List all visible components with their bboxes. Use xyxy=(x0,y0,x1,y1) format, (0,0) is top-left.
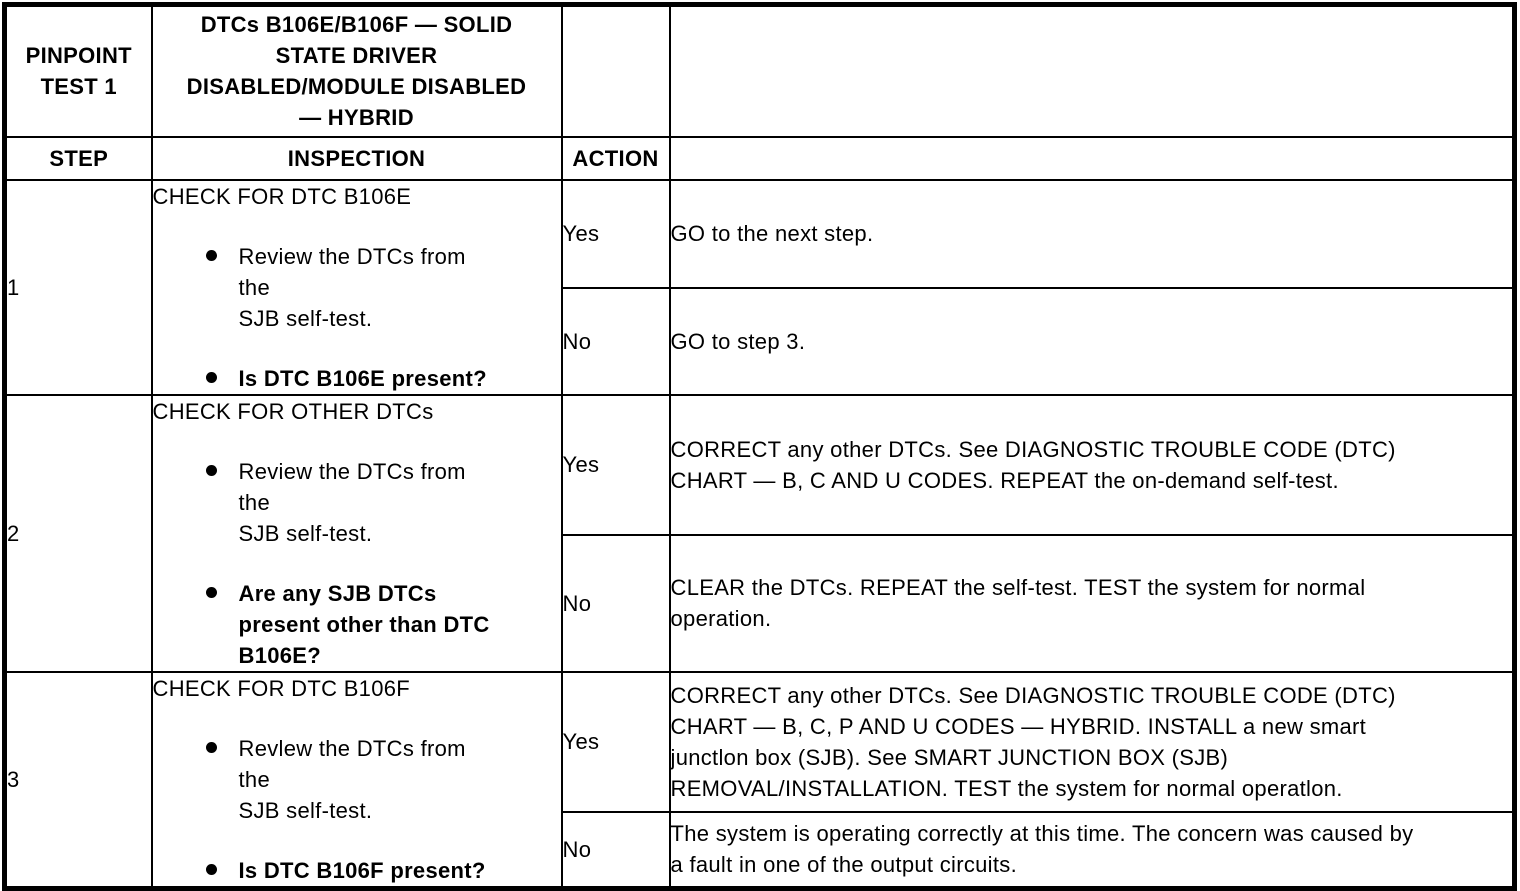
table-row-step1-yes: 1 CHECK FOR DTC B106E Review the DTCs fr… xyxy=(3,178,1516,396)
inspection-question-bullet: Are any SJB DTCs present other than DTC … xyxy=(205,578,560,670)
action-text: GO to step 3. xyxy=(668,287,1516,396)
bullet-icon xyxy=(205,249,217,261)
table-title: DTCs B106E/B106F — SOLID STATE DRIVER DI… xyxy=(150,3,563,138)
inspection-bullet: Review the DTCs from the SJB self-test. xyxy=(205,241,560,334)
column-header-result-spacer xyxy=(668,135,1516,181)
answer-no: No xyxy=(560,287,671,396)
answer-no: No xyxy=(560,811,671,889)
bullet-icon xyxy=(205,464,217,476)
answer-yes: Yes xyxy=(560,178,671,290)
bullet-text: Is DTC B106F present? xyxy=(238,857,486,883)
action-text: The system is operating correctly at thi… xyxy=(668,811,1516,889)
bullet-text: Review the DTCs from the SJB self-test. xyxy=(238,458,466,546)
bullet-icon xyxy=(205,863,217,875)
action-text: CORRECT any other DTCs. See DIAGNOSTIC T… xyxy=(668,393,1516,536)
inspection-question-bullet: Is DTC B106E present? xyxy=(205,363,560,393)
inspection-heading: CHECK FOR DTC B106F xyxy=(152,675,411,701)
table-row-step1-no: No GO to step 3. xyxy=(5,287,1516,396)
answer-yes: Yes xyxy=(560,393,671,536)
answer-yes: Yes xyxy=(560,670,671,814)
table-row-step2-yes: 2 CHECK FOR OTHER DTCs Review the DTCs f… xyxy=(3,393,1516,673)
action-text: GO to the next step. xyxy=(668,178,1516,290)
inspection-cell: CHECK FOR DTC B106E Review the DTCs from… xyxy=(150,178,563,396)
action-text: CLEAR the DTCs. REPEAT the self-test. TE… xyxy=(668,533,1516,673)
bullet-icon xyxy=(205,371,217,383)
pinpoint-test-label: PINPOINT TEST 1 xyxy=(3,3,153,138)
inspection-cell: CHECK FOR OTHER DTCs Review the DTCs fro… xyxy=(150,393,563,673)
answer-no: No xyxy=(560,533,671,673)
inspection-bullet: Revlew the DTCs from the SJB self-test. xyxy=(205,733,560,826)
bullet-text: Are any SJB DTCs present other than DTC … xyxy=(238,580,490,668)
inspection-heading: CHECK FOR DTC B106E xyxy=(152,183,412,209)
title-row-action-spacer xyxy=(560,3,671,138)
column-header-step: STEP xyxy=(3,135,153,181)
bullet-icon xyxy=(205,741,217,753)
bullet-text: Review the DTCs from the SJB self-test. xyxy=(238,243,466,331)
column-header-action: ACTION xyxy=(560,135,671,181)
table-title-row: PINPOINT TEST 1 DTCs B106E/B106F — SOLID… xyxy=(3,3,1516,138)
column-header-row: STEP INSPECTION ACTION xyxy=(3,135,1516,181)
column-header-inspection: INSPECTION xyxy=(150,135,563,181)
bullet-icon xyxy=(205,586,217,598)
bullet-text: Revlew the DTCs from the SJB self-test. xyxy=(238,735,466,823)
action-text: CORRECT any other DTCs. See DIAGNOSTIC T… xyxy=(668,670,1516,814)
step-number: 3 xyxy=(3,670,153,889)
bullet-text: Is DTC B106E present? xyxy=(238,365,487,391)
inspection-heading: CHECK FOR OTHER DTCs xyxy=(152,398,434,424)
title-row-result-spacer xyxy=(668,3,1516,138)
inspection-question-bullet: Is DTC B106F present? xyxy=(205,855,560,886)
inspection-bullet: Review the DTCs from the SJB self-test. xyxy=(205,456,560,549)
step-number: 2 xyxy=(3,393,153,673)
table-row-step2-no: No CLEAR the DTCs. REPEAT the self-test.… xyxy=(5,533,1516,673)
inspection-cell: CHECK FOR DTC B106F Revlew the DTCs from… xyxy=(150,670,563,889)
step-number: 1 xyxy=(3,178,153,396)
table-row-step3-yes: 3 CHECK FOR DTC B106F Revlew the DTCs fr… xyxy=(3,670,1516,889)
